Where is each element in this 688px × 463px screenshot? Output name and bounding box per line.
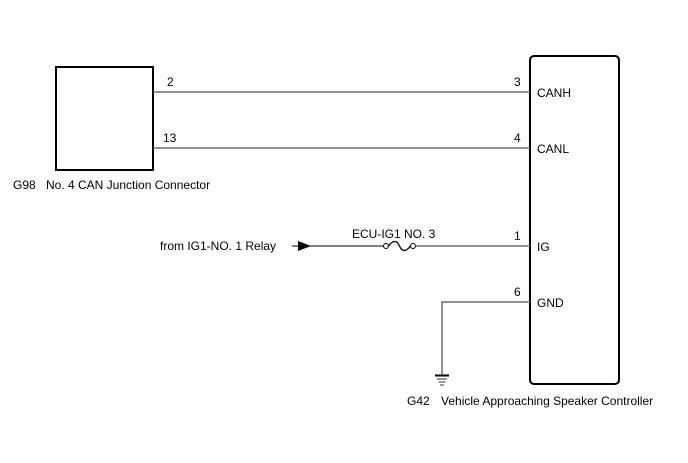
left-component-name: No. 4 CAN Junction Connector	[46, 178, 210, 192]
terminal-label-canl: CANL	[537, 142, 569, 156]
right-component-id: G42	[407, 394, 430, 408]
fuse-terminal-right	[410, 243, 416, 249]
right-pin-4: 4	[514, 131, 521, 145]
ground-icon	[435, 374, 449, 386]
gnd-wire	[441, 301, 530, 375]
speaker-controller-box	[529, 55, 620, 385]
can-junction-connector-box	[55, 66, 154, 171]
right-component-name: Vehicle Approaching Speaker Controller	[441, 394, 653, 408]
arrow-icon	[298, 241, 311, 251]
fuse-label: ECU-IG1 NO. 3	[352, 227, 436, 241]
right-pin-1: 1	[514, 229, 521, 243]
left-component-id: G98	[13, 178, 36, 192]
right-pin-3: 3	[514, 75, 521, 89]
right-pin-6: 6	[514, 285, 521, 299]
power-source-label: from IG1-NO. 1 Relay	[160, 239, 276, 253]
terminal-label-canh: CANH	[537, 86, 571, 100]
fuse-icon	[387, 240, 412, 252]
left-pin-13: 13	[163, 131, 177, 145]
fuse-terminal-left	[383, 243, 389, 249]
terminal-label-gnd: GND	[537, 296, 564, 310]
left-pin-2: 2	[167, 75, 174, 89]
terminal-label-ig: IG	[537, 240, 550, 254]
